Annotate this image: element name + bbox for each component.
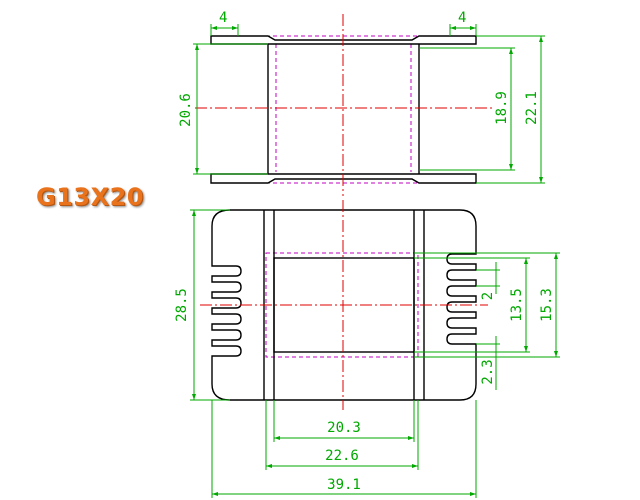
top-view: 4 4 20.6 18.9 22.1 <box>178 10 545 196</box>
dim-inner-width: 22.6 <box>325 448 359 464</box>
dim-total-width: 39.1 <box>327 477 361 493</box>
top-centerlines <box>195 14 492 196</box>
top-dimension-lines <box>193 24 545 184</box>
dim-slot-width: 2 <box>480 292 496 300</box>
bottom-dimension-arrows <box>192 210 558 496</box>
dim-top-total-height: 22.1 <box>524 91 540 125</box>
dim-top-core-height: 18.9 <box>494 91 510 125</box>
part-title: G13X20 <box>36 183 144 211</box>
bottom-view: 28.5 2 13.5 15.3 2.3 20.3 22.6 39.1 <box>174 200 560 498</box>
dim-slot-gap: 2.3 <box>480 359 496 384</box>
dim-window-width: 20.3 <box>327 420 361 436</box>
top-outline <box>210 35 477 184</box>
bottom-centerlines <box>200 200 488 410</box>
top-hidden-lines <box>238 35 450 184</box>
top-dimension-arrows <box>195 26 543 183</box>
bottom-dimension-lines <box>190 209 560 498</box>
dim-top-flange-right: 4 <box>458 10 466 26</box>
dim-top-inner-height: 20.6 <box>178 93 194 127</box>
bottom-hidden-lines <box>265 252 419 358</box>
dim-core-height: 15.3 <box>539 288 555 322</box>
dim-top-flange-left: 4 <box>219 10 227 26</box>
dim-bottom-height: 28.5 <box>174 288 190 322</box>
dim-window-height: 13.5 <box>509 288 525 322</box>
